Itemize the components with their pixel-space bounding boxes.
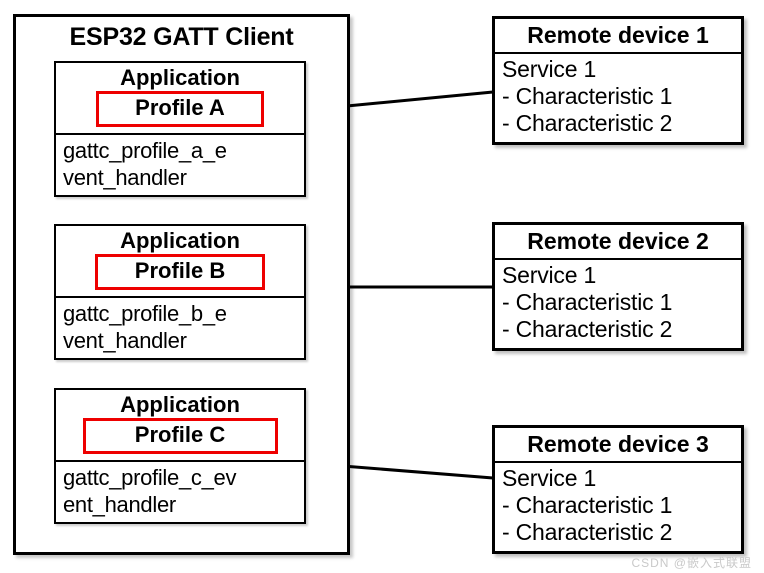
application-block-profile-c: Application Profile C gattc_profile_c_ev…: [54, 388, 306, 525]
remote-device-1-title: Remote device 1: [495, 19, 741, 55]
application-header-c: Application Profile C: [56, 390, 304, 462]
application-header-b: Application Profile B: [56, 226, 304, 298]
service-line: Service 1: [502, 262, 597, 289]
remote-device-2-box: Remote device 2 Service 1 - Characterist…: [492, 222, 744, 352]
characteristic-line: - Characteristic 2: [502, 316, 673, 343]
application-header-a: Application Profile A: [56, 63, 304, 135]
characteristic-line: - Characteristic 1: [502, 492, 673, 519]
remote-device-2-body: Service 1 - Characteristic 1 - Character…: [495, 260, 741, 348]
esp32-gatt-client-container: ESP32 GATT Client Application Profile A …: [13, 14, 350, 555]
remote-device-3-box: Remote device 3 Service 1 - Characterist…: [492, 425, 744, 555]
handler-label-c: gattc_profile_c_ev ent_handler: [63, 464, 237, 517]
characteristic-line: - Characteristic 2: [502, 519, 673, 546]
remote-device-3-body: Service 1 - Characteristic 1 - Character…: [495, 463, 741, 551]
characteristic-line: - Characteristic 1: [502, 289, 673, 316]
profile-tag-c: Profile C: [82, 418, 278, 454]
characteristic-line: - Characteristic 2: [502, 110, 673, 137]
watermark-text: CSDN @嵌入式联盟: [631, 556, 752, 570]
profile-tag-wrap-b: Profile B: [56, 254, 304, 290]
handler-label-a: gattc_profile_a_e vent_handler: [63, 137, 227, 190]
profile-tag-wrap-a: Profile A: [56, 91, 304, 127]
remote-device-1-body: Service 1 - Characteristic 1 - Character…: [495, 54, 741, 142]
client-title: ESP32 GATT Client: [69, 23, 294, 51]
service-line: Service 1: [502, 465, 597, 492]
profile-tag-wrap-c: Profile C: [56, 418, 304, 454]
application-label-c: Application: [120, 392, 240, 417]
remote-device-1-box: Remote device 1 Service 1 - Characterist…: [492, 16, 744, 146]
service-line: Service 1: [502, 56, 597, 83]
characteristic-line: - Characteristic 1: [502, 83, 673, 110]
remote-device-2-title: Remote device 2: [495, 225, 741, 261]
application-label-a: Application: [120, 65, 240, 90]
handler-label-b: gattc_profile_b_e vent_handler: [63, 300, 227, 353]
profile-tag-a: Profile A: [96, 91, 264, 127]
profile-tag-b: Profile B: [95, 254, 265, 290]
application-block-profile-b: Application Profile B gattc_profile_b_e …: [54, 224, 306, 361]
remote-device-3-title: Remote device 3: [495, 428, 741, 464]
application-block-profile-a: Application Profile A gattc_profile_a_e …: [54, 61, 306, 198]
application-label-b: Application: [120, 228, 240, 253]
